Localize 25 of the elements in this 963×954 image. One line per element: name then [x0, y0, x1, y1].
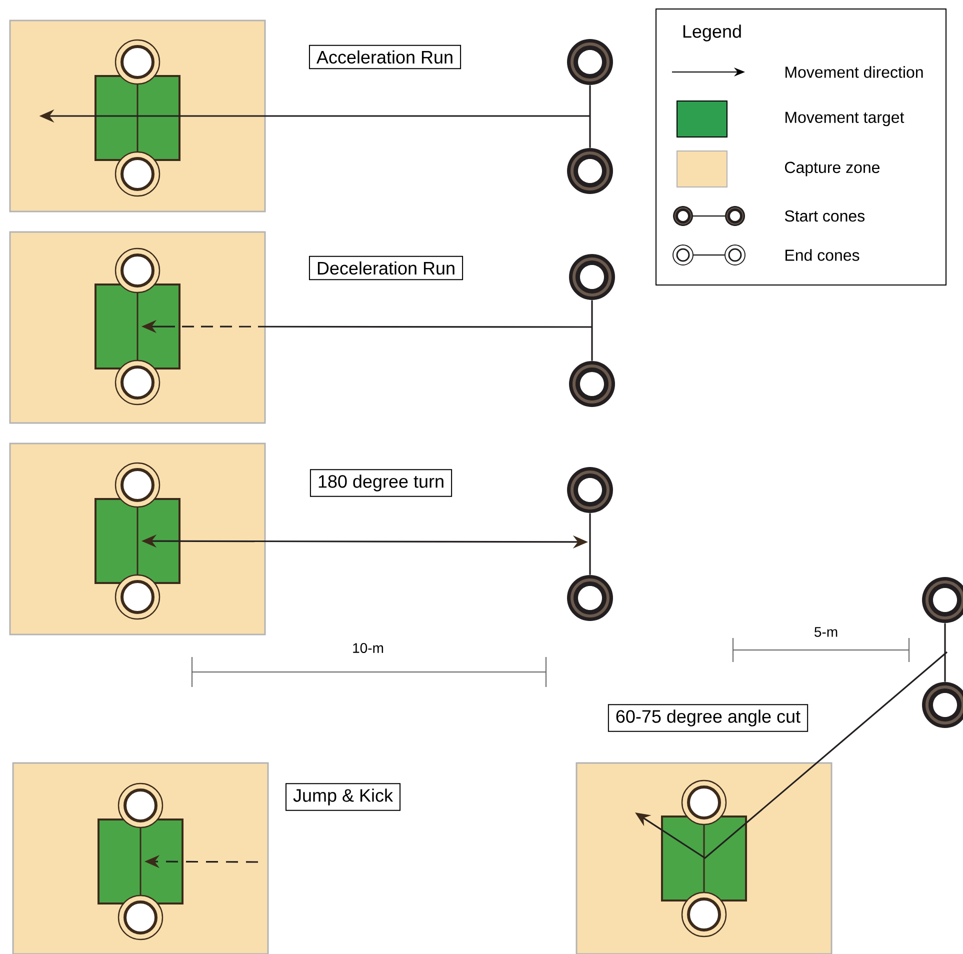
start-cone	[567, 39, 613, 85]
start-cone	[922, 682, 963, 728]
legend-text: End cones	[786, 249, 860, 261]
start-cone	[567, 148, 613, 194]
start-line	[589, 513, 591, 575]
start-cone	[569, 254, 615, 300]
dimension-label: 5-m	[814, 627, 838, 637]
legend-text: Movement direction	[786, 66, 923, 78]
start-cone	[567, 467, 613, 513]
title-box: 180 degree turn	[310, 469, 452, 497]
legend-text: Capture zone	[785, 162, 880, 176]
start-cone	[567, 575, 613, 621]
start-cone	[922, 577, 963, 623]
dimension-label: 10-m	[353, 643, 384, 653]
start-line	[589, 85, 591, 148]
title-box: Deceleration Run	[308, 256, 464, 280]
start-cone	[569, 361, 615, 407]
start-line	[591, 300, 593, 361]
legend-text: Start cones	[784, 210, 865, 222]
title-box: Jump & Kick	[286, 783, 401, 811]
start-line	[944, 623, 946, 682]
legend-title: Legend	[683, 24, 741, 42]
title-box: 60-75 degree angle cut	[608, 704, 808, 732]
title-box: Acceleration Run	[308, 44, 462, 70]
legend-text: Movement target	[786, 112, 904, 126]
